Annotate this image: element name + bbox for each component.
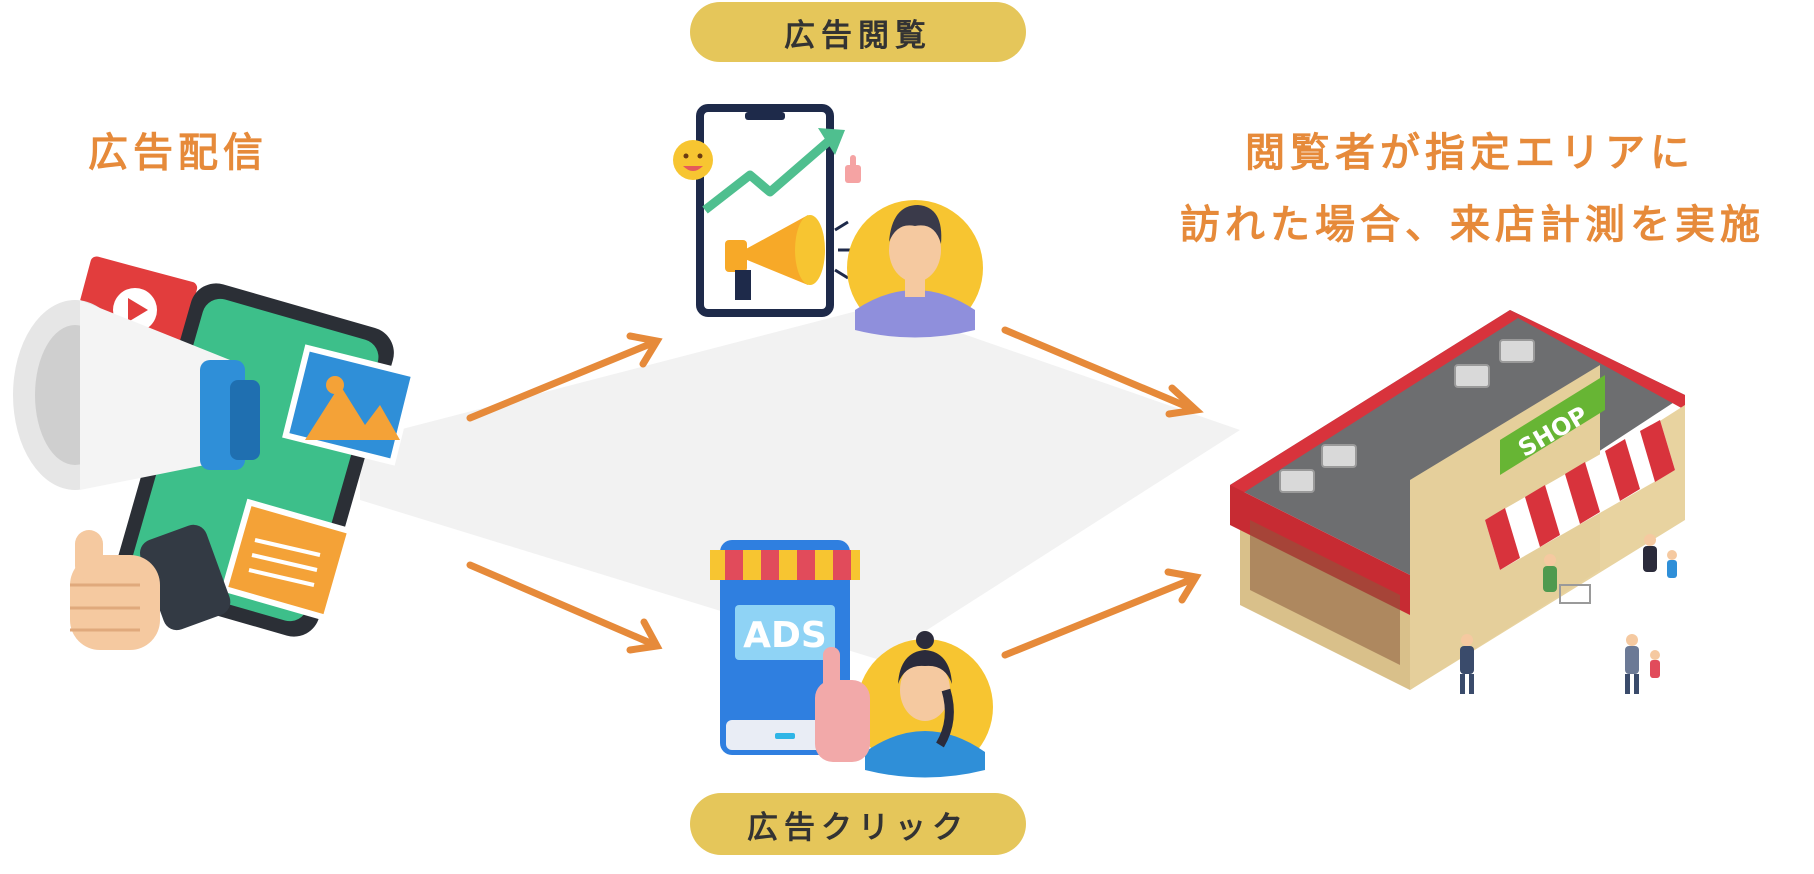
image-card-icon bbox=[282, 344, 418, 466]
store-visit-label-line-2: 訪れた場合、来店計測を実施 bbox=[1180, 202, 1765, 248]
arrow-click-to-store bbox=[1001, 568, 1202, 659]
smiley-icon bbox=[673, 140, 713, 180]
shop-awning-icon bbox=[710, 550, 860, 580]
ad-click-badge: 広告クリック bbox=[690, 793, 1026, 855]
store-visit-label-line-1: 閲覧者が指定エリアに bbox=[1245, 130, 1695, 176]
arrow-view-to-store bbox=[1001, 326, 1204, 418]
ad-view-badge: 広告閲覧 bbox=[690, 2, 1026, 62]
megaphone-icon bbox=[13, 300, 260, 490]
thumbs-up-small-icon bbox=[845, 155, 861, 183]
view-megaphone-icon bbox=[725, 215, 855, 300]
ad-view-label: 広告閲覧 bbox=[784, 17, 932, 54]
rooftop-units bbox=[1279, 339, 1535, 493]
ad-click-label: 広告クリック bbox=[747, 809, 969, 846]
shop-building-icon: SHOP bbox=[1230, 310, 1685, 690]
background-band bbox=[360, 305, 1240, 660]
document-card-icon bbox=[220, 498, 355, 622]
woman-avatar-icon bbox=[857, 631, 993, 778]
arrow-delivery-to-view bbox=[466, 332, 663, 422]
arrow-delivery-to-click bbox=[466, 561, 663, 654]
striped-awning-icon bbox=[1485, 420, 1675, 570]
ad-delivery-label: 広告配信 bbox=[88, 130, 268, 176]
man-avatar-icon bbox=[847, 200, 983, 338]
pointing-hand-icon bbox=[815, 647, 870, 762]
ads-text: ADS bbox=[743, 615, 827, 656]
thumbs-up-hand-icon bbox=[70, 524, 231, 650]
people-icons bbox=[1460, 534, 1677, 694]
